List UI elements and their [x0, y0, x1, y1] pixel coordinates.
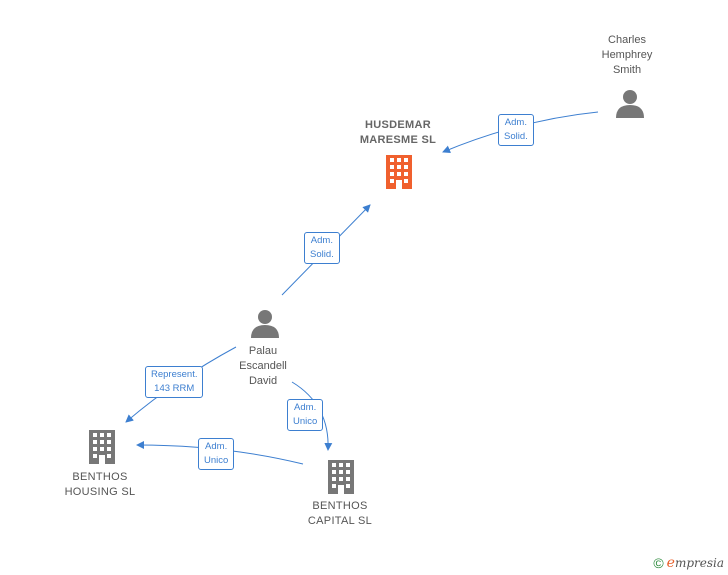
label-line: Smith — [612, 64, 642, 76]
edge-label-line: Adm. — [504, 117, 527, 128]
label-line: David — [248, 375, 278, 387]
brand-rest: mpresia — [674, 556, 724, 570]
edge-label-line: Adm. — [294, 402, 317, 413]
label-line: Escandell — [239, 360, 287, 372]
edge-label-capital-housing[interactable]: Adm. Unico — [198, 438, 235, 470]
edge-label-line: Adm. — [310, 235, 333, 246]
label-line: BENTHOS — [72, 471, 128, 483]
edge-label-palau-housing[interactable]: Represent. 143 RRM — [145, 366, 204, 398]
person-icon[interactable] — [615, 88, 645, 118]
copyright-icon: © — [653, 555, 664, 571]
company-label-benthos-housing[interactable]: BENTHOS HOUSING SL — [48, 470, 152, 500]
building-icon[interactable] — [325, 460, 357, 494]
building-icon[interactable] — [86, 430, 118, 464]
edge-label-palau-capital[interactable]: Adm. Unico — [287, 399, 324, 431]
person-icon[interactable] — [250, 308, 280, 338]
label-line: Palau — [248, 345, 278, 357]
edge-label-line: Unico — [204, 455, 229, 466]
brand-e: e — [666, 555, 675, 571]
edge-label-line: Solid. — [310, 249, 334, 260]
edge-label-line: Adm. — [205, 441, 228, 452]
building-icon[interactable] — [383, 155, 415, 189]
company-label-benthos-capital[interactable]: BENTHOS CAPITAL SL — [288, 499, 392, 529]
edge-label-palau-husdemar[interactable]: Adm. Solid. — [304, 232, 340, 264]
brand-logo[interactable]: © empresia — [653, 555, 724, 571]
company-label-husdemar[interactable]: HUSDEMAR MARESME SL — [343, 118, 453, 148]
label-line: Hemphrey — [601, 49, 653, 61]
label-line: Charles — [608, 34, 646, 46]
edge-label-charles-husdemar[interactable]: Adm. Solid. — [498, 114, 534, 146]
label-line: CAPITAL SL — [307, 515, 373, 527]
label-line: HUSDEMAR — [365, 119, 431, 131]
label-line: BENTHOS — [312, 500, 368, 512]
person-label-palau[interactable]: Palau Escandell David — [218, 344, 308, 389]
edge-label-line: Solid. — [504, 131, 528, 142]
label-line: MARESME SL — [359, 134, 437, 146]
brand-name: empresia — [667, 555, 724, 571]
edge-label-line: Unico — [293, 416, 318, 427]
label-line: HOUSING SL — [64, 486, 136, 498]
edge-label-line: Represent. — [151, 369, 198, 380]
edge-label-line: 143 RRM — [154, 383, 195, 394]
person-label-charles[interactable]: Charles Hemphrey Smith — [582, 33, 672, 78]
